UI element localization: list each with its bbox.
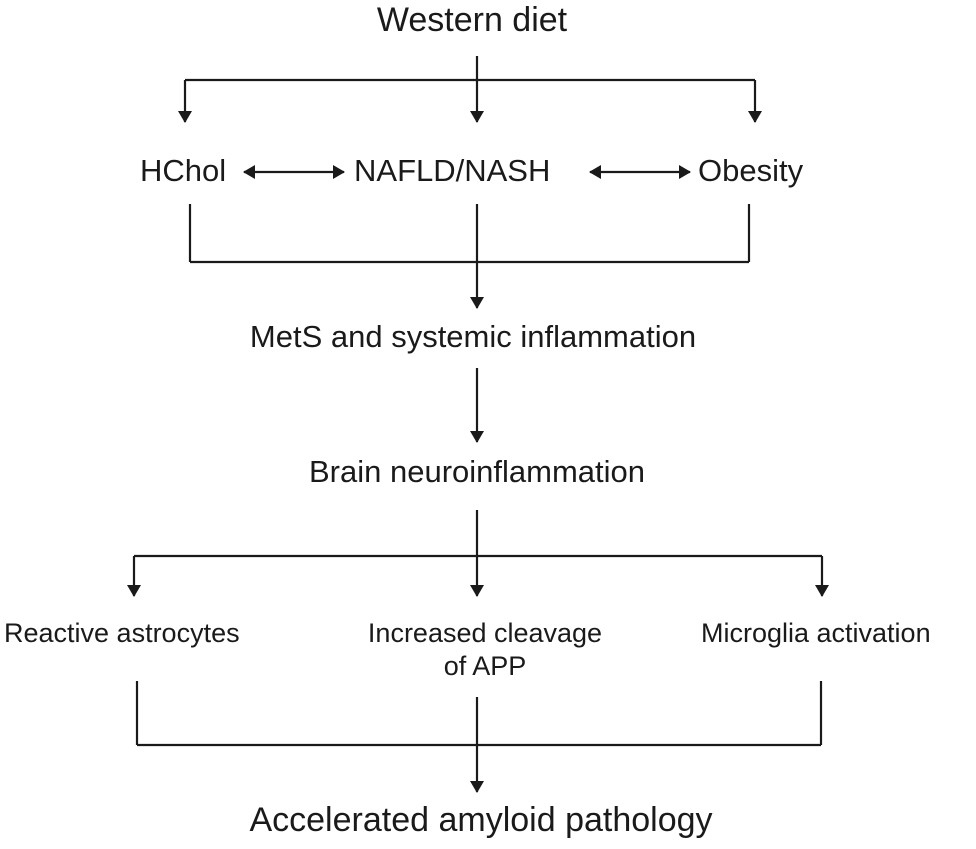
node-cleavage-line-2: of APP [443, 650, 527, 681]
node-accelerated-amyloid-pathology: Accelerated amyloid pathology [249, 801, 713, 839]
node-hchol: HChol [140, 153, 227, 188]
node-cleavage-line-1: Increased cleavage [367, 618, 603, 648]
node-obesity: Obesity [698, 153, 804, 188]
node-microglia-activation: Microglia activation [701, 618, 931, 648]
node-reactive-astrocytes: Reactive astrocytes [4, 618, 240, 648]
node-mets: MetS and systemic inflammation [249, 319, 697, 354]
node-western-diet: Western diet [376, 1, 568, 39]
node-nafld-nash: NAFLD/NASH [354, 153, 551, 188]
node-increased-cleavage-app: Increased cleavage of APP [368, 617, 602, 683]
node-brain-neuroinflammation: Brain neuroinflammation [308, 454, 646, 489]
